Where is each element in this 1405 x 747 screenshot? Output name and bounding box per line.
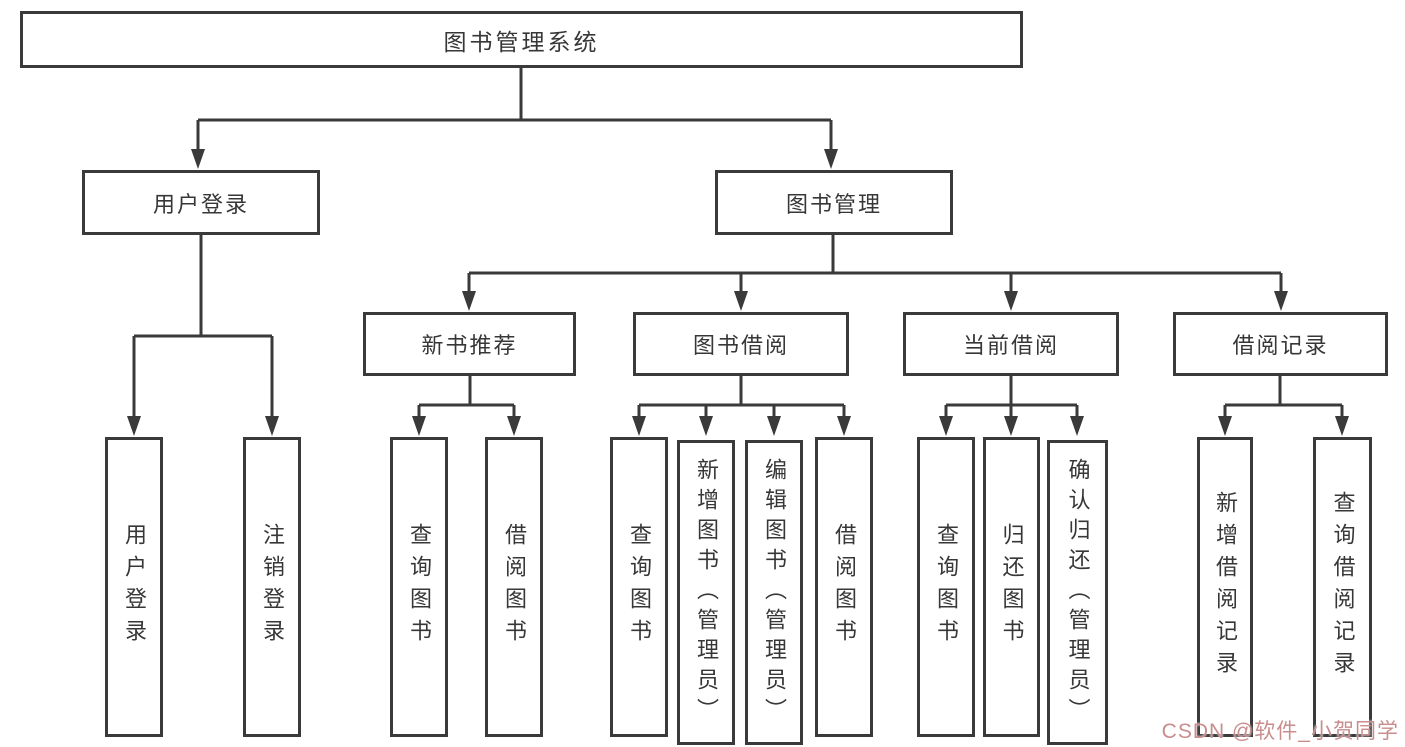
arrowhead-icon	[191, 149, 205, 169]
node-book-borrowing: 图书借阅	[633, 312, 849, 376]
leaf-borrow-books-borrowing: 借阅图书	[815, 437, 873, 737]
arrowhead-icon	[1004, 291, 1018, 311]
leaf-query-books-current: 查询图书	[917, 437, 975, 737]
leaf-add-borrow-record: 新增借阅记录	[1197, 437, 1253, 737]
arrowhead-icon	[824, 149, 838, 169]
arrowhead-icon	[1218, 416, 1232, 436]
arrowhead-icon	[1004, 416, 1018, 436]
node-book-management: 图书管理	[715, 170, 953, 235]
node-new-book-recommendation: 新书推荐	[363, 312, 576, 376]
node-user-login: 用户登录	[82, 170, 320, 235]
leaf-borrow-books-recommend: 借阅图书	[485, 437, 543, 737]
node-borrowing-records: 借阅记录	[1173, 312, 1388, 376]
arrowhead-icon	[127, 416, 141, 436]
leaf-return-books: 归还图书	[983, 437, 1040, 737]
arrowhead-icon	[265, 416, 279, 436]
arrowhead-icon	[837, 416, 851, 436]
arrowhead-icon	[699, 416, 713, 436]
leaf-query-borrow-record: 查询借阅记录	[1313, 437, 1372, 737]
arrowhead-icon	[507, 416, 521, 436]
leaf-query-books-borrowing: 查询图书	[610, 437, 668, 737]
csdn-watermark: CSDN @软件_小贺同学	[1161, 720, 1399, 743]
node-library-management-system: 图书管理系统	[20, 11, 1023, 68]
leaf-edit-book-admin: 编辑图书（管理员）	[745, 440, 803, 745]
node-current-borrowing: 当前借阅	[903, 312, 1119, 376]
leaf-confirm-return-admin: 确认归还（管理员）	[1047, 440, 1108, 745]
arrowhead-icon	[1070, 416, 1084, 436]
arrowhead-icon	[462, 291, 476, 311]
leaf-logout: 注销登录	[243, 437, 301, 737]
leaf-user-login: 用户登录	[105, 437, 163, 737]
arrowhead-icon	[1335, 416, 1349, 436]
leaf-add-book-admin: 新增图书（管理员）	[677, 440, 735, 745]
arrowhead-icon	[734, 291, 748, 311]
arrowhead-icon	[1274, 291, 1288, 311]
arrowhead-icon	[939, 416, 953, 436]
arrowhead-icon	[632, 416, 646, 436]
arrowhead-icon	[412, 416, 426, 436]
arrowhead-icon	[767, 416, 781, 436]
leaf-query-books-recommend: 查询图书	[390, 437, 448, 737]
